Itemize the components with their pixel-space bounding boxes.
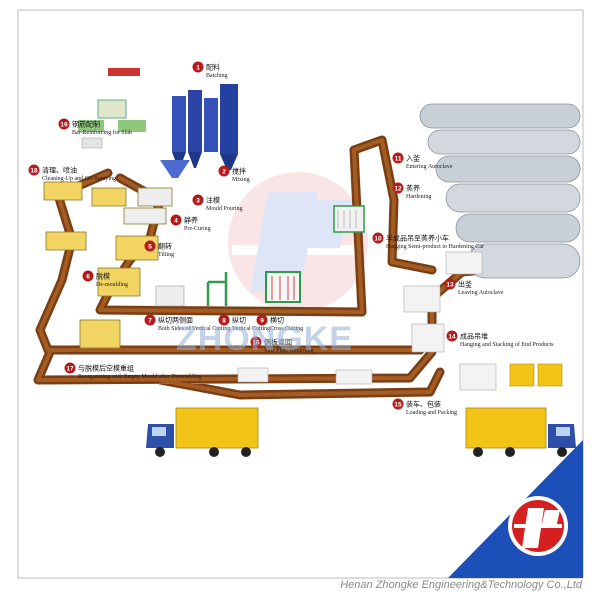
hardening-car xyxy=(334,206,364,232)
step-label-en: Hanging and Stacking of End Products xyxy=(460,341,554,348)
step-number: 3 xyxy=(196,197,200,204)
step-number: 19 xyxy=(60,121,68,128)
step-number: 10 xyxy=(374,235,382,242)
batching-silos xyxy=(160,84,238,178)
step-label-en: Batching xyxy=(206,73,228,79)
step-number: 17 xyxy=(66,365,74,372)
step-label-en: Loading and Packing xyxy=(406,410,457,416)
bar-reinforcing-machines xyxy=(78,68,146,148)
step-label-cn: 注模 xyxy=(206,196,220,205)
step-label-en: Leaving Autoclave xyxy=(458,290,504,296)
truck-right xyxy=(466,408,576,457)
step-label-cn: 搅拌 xyxy=(232,167,246,176)
company-footer: Henan Zhongke Engineering&Technology Co.… xyxy=(0,579,600,591)
truck-left xyxy=(146,408,258,457)
step-label-en: Pre-Curing xyxy=(184,226,211,232)
step-number: 5 xyxy=(148,243,152,250)
step-label-cn: 清理、喷油 xyxy=(42,166,77,175)
step-label-en: Bar-Reinforcing for Slab xyxy=(72,129,132,136)
step-label-cn: 翻转 xyxy=(158,242,172,251)
step-label-cn: 配料 xyxy=(206,63,220,72)
step-number: 18 xyxy=(30,167,38,174)
step-label-cn: 与脱模后空模重组 xyxy=(78,364,134,373)
step-label-en: Cleaning-Up and Oil-Spraying xyxy=(42,176,116,182)
step-label-cn: 半成品吊至蒸养小车 xyxy=(386,234,449,243)
step-label-en: Hardening xyxy=(406,194,431,200)
autoclaves xyxy=(420,104,580,278)
step-number: 15 xyxy=(394,401,402,408)
step-label-en: Hanging Semi-product to Hardening Car xyxy=(386,244,484,250)
step-label-cn: 蒸养 xyxy=(406,184,420,193)
step-label-cn: 装车、包装 xyxy=(406,400,441,409)
step-number: 11 xyxy=(395,155,402,162)
step-label-en: Tilting xyxy=(158,252,174,258)
company-logo xyxy=(448,440,583,578)
step-number: 12 xyxy=(394,185,402,192)
step-label-cn: 成品吊堆 xyxy=(460,332,488,341)
step-label-cn: 静养 xyxy=(184,216,198,225)
step-number: 2 xyxy=(222,168,226,175)
step-label-cn: 入釜 xyxy=(406,154,420,163)
step-label-cn: 钢筋配制 xyxy=(72,120,100,129)
step-number: 6 xyxy=(86,273,90,280)
step-label-cn: 出釜 xyxy=(458,280,472,289)
step-label-en: Reorganizing with Empty Mould after Demo… xyxy=(78,373,201,380)
step-label-en: Mixing xyxy=(232,177,250,183)
step-number: 13 xyxy=(446,281,454,288)
step-number: 4 xyxy=(174,217,178,224)
cutting-machines xyxy=(156,272,300,306)
step-label-en: Mould Pouring xyxy=(206,206,243,212)
step-label-en: Entering Autoclave xyxy=(406,164,453,170)
step-number: 1 xyxy=(196,64,200,71)
step-number: 14 xyxy=(448,333,456,340)
step-label-en: De-moulding xyxy=(96,282,128,288)
watermark-text: ZHONGKE xyxy=(176,320,353,359)
step-label-cn: 脱模 xyxy=(96,272,110,281)
step-number: 7 xyxy=(148,317,152,324)
